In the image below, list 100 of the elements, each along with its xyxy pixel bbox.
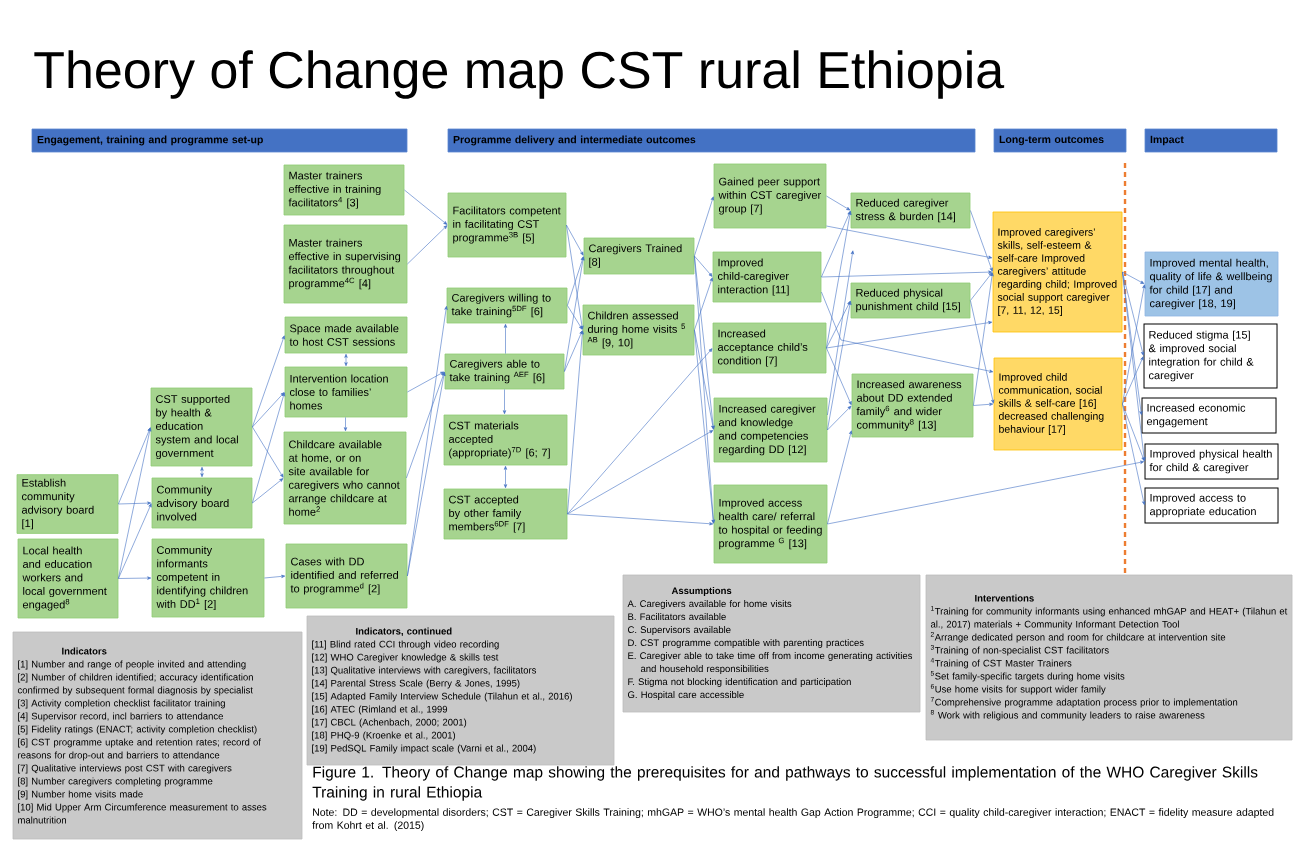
arrow xyxy=(694,329,715,430)
step-box: Space made available to host CST sessions xyxy=(284,316,408,354)
arrow xyxy=(252,392,286,504)
arrow xyxy=(407,225,448,265)
list-item: A. Caregivers available for home visits xyxy=(627,600,792,609)
arrow xyxy=(404,189,448,225)
list-item: $^{3}$Training of non-specialist CST facilitators xyxy=(930,645,1109,656)
list-item: [11] Blind rated CCI through video recording xyxy=(312,640,499,650)
step-box: Intervention location close to families’ homes xyxy=(284,366,408,418)
arrow xyxy=(826,225,993,259)
arrow xyxy=(118,501,152,505)
impact-box: Reduced stigma [15] & improved social integration for child & caregiver xyxy=(1143,323,1278,389)
step-box: Improved child-caregiver interaction [11] xyxy=(712,251,822,303)
step-box: Caregivers able to take training $^{AEF}$ [6] xyxy=(444,353,565,390)
double-arrow xyxy=(344,353,348,367)
list-item: $^{5}$Set family-specific targets during home visits xyxy=(930,671,1125,682)
double-arrow xyxy=(200,466,204,478)
note-text: Note: DD = developmental disorders; CST = Caregiver Skills Training; mhGAP = WHO’s mental health Gap Action Programme; CCI = quality child-caregiver interaction; ENACT = fidelity measure adapted from Kohrt et al. (2015) xyxy=(312,808,1274,831)
list-item: [7] Qualitative interviews post CST with caregivers xyxy=(18,764,232,774)
figure-caption: Figure 1. Theory of Change map showing the prerequisites for and pathways to successful implementation of the WHO Caregiver Skills Training in rural Ethiopia xyxy=(312,766,1258,801)
step-box: Caregivers willing to take training$^{5DF}$ [6] xyxy=(446,287,568,324)
double-arrow xyxy=(503,465,508,489)
arrow xyxy=(821,210,851,278)
impact-box: Improved access to appropriate education xyxy=(1144,487,1279,524)
list-item: [12] WHO Caregiver knowledge & skills test xyxy=(312,653,499,663)
arrow xyxy=(970,210,993,272)
step-box: Master trainers effective in training facilitators$^{4}$ [3] xyxy=(283,164,405,216)
list-item: [1] Number and range of people invited and attending xyxy=(18,660,246,670)
arrow xyxy=(970,300,995,404)
arrow xyxy=(826,347,852,406)
step-box: Children assessed during home visits $^{5}$ $^{AB}$ [9, 10] xyxy=(582,304,695,356)
impact-box: Improved mental health, quality of life & wellbeing for child [17] and caregiver [18, 19] xyxy=(1144,251,1279,317)
list-item: [16] ATEC (Rimland et al., 1999 xyxy=(312,705,448,715)
arrow xyxy=(566,224,584,330)
list-item: $^{2}$Arrange dedicated person and room for childcare at intervention site xyxy=(930,632,1226,643)
list-item: [6] CST programme uptake and retention rates; record of reasons for drop-out and barriers to attendance xyxy=(18,738,261,761)
list-item: [8] Number caregivers completing programme xyxy=(18,777,213,787)
list-item: [19] PedSQL Family impact scale (Varni et al., 2004) xyxy=(312,744,536,754)
arrow xyxy=(567,513,714,526)
arrow xyxy=(1122,403,1146,505)
arrow xyxy=(694,196,714,257)
arrow xyxy=(407,371,445,393)
arrow xyxy=(118,576,152,580)
step-box: Cases with DD identified and referred to programme$^{d}$ [2] xyxy=(285,543,408,609)
arrow xyxy=(826,321,993,349)
step-box: CST accepted by other family members$^{6DF}$ [7] xyxy=(443,488,568,540)
arrow xyxy=(564,330,583,372)
list-item: [4] Supervisor record, incl barriers to attendance xyxy=(18,712,223,722)
arrow xyxy=(567,305,583,330)
step-box: Local health and education workers and local government engaged$^{8}$ xyxy=(17,538,119,619)
list-item: [9] Number home visits made xyxy=(18,790,143,800)
step-box: Childcare available at home, or on site available for caregivers who cannot arrange childcare at home$^{2}$ xyxy=(283,431,407,525)
list-item: $^{8}$ Work with religious and community leaders to raise awareness xyxy=(930,710,1205,721)
step-box: CST supported by health & education system and local government xyxy=(150,387,253,467)
arrow xyxy=(826,211,852,349)
arrow xyxy=(826,300,851,349)
list-item: [18] PHQ-9 (Kroenke et al., 2001) xyxy=(312,731,456,741)
list-item: [17] CBCL (Achenbach, 2000; 2001) xyxy=(312,718,467,728)
arrow xyxy=(1122,271,1146,461)
arrow xyxy=(1122,271,1145,356)
list-item: $^{1}$Training for community informants using enhanced mhGAP and HEAT+ (Tilahun et al., 2017) materials + Community Informant Detection Tool xyxy=(930,606,1288,630)
arrow xyxy=(502,389,507,415)
arrow xyxy=(973,272,994,406)
impact-box: Improved physical health for child & caregiver xyxy=(1144,443,1279,480)
list-item: [14] Parental Stress Scale (Berry & Jones, 1995) xyxy=(312,679,520,689)
arrow xyxy=(264,574,286,579)
arrow xyxy=(826,195,851,211)
section-header-band: Programme delivery and intermediate outcomes xyxy=(447,128,976,153)
list-item: E. Caregiver able to take time off from income generating activities and household responsibilities xyxy=(628,652,913,674)
arrow xyxy=(694,277,713,331)
list-item: [2] Number of children identified; accuracy identification confirmed by subsequent formal diagnosis by specialist xyxy=(17,673,253,696)
arrow xyxy=(1122,356,1144,405)
arrow xyxy=(567,348,713,515)
list-item: G. Hospital care accessible xyxy=(628,691,744,700)
list-item: [3] Activity completion checklist facilitator training xyxy=(18,699,225,709)
arrow xyxy=(821,270,993,278)
list-item: F. Stigma not blocking identification and participation xyxy=(628,678,851,687)
list-item: [10] Mid Upper Arm Circumference measurement to asses malnutrition xyxy=(18,803,267,824)
arrow xyxy=(821,291,994,373)
arrow xyxy=(567,430,714,515)
arrow xyxy=(1122,271,1145,284)
panel-heading: Indicators, continued xyxy=(356,627,452,636)
arrow xyxy=(827,405,852,431)
list-item: $^{7}$Comprehensive programme adaptation process prior to implementation xyxy=(930,697,1238,708)
list-item: $^{4}$Training of CST Master Trainers xyxy=(930,658,1072,669)
arrow xyxy=(694,255,713,277)
arrow xyxy=(827,250,854,416)
impact-box: Increased economic engagement xyxy=(1141,397,1277,434)
arrow xyxy=(970,272,993,301)
arrow xyxy=(694,329,715,524)
text-panel xyxy=(622,574,921,713)
list-item: $^{6}$Use home visits for support wider family xyxy=(930,684,1106,695)
panel-heading: Indicators xyxy=(62,647,107,655)
arrow xyxy=(343,417,348,432)
arrow xyxy=(827,430,853,525)
outcome-box: Improved caregivers’ skills, self-esteem & self-care Improved caregivers’ attitude regarding child; Improved social support caregiver [7, 11, 12, 15] xyxy=(992,211,1123,333)
step-box: Establish community advisory board [1] xyxy=(16,474,119,534)
arrow xyxy=(252,392,285,428)
step-box: Increased acceptance child’s condition [7] xyxy=(712,322,827,374)
section-header-band: Long-term outcomes xyxy=(993,128,1127,153)
